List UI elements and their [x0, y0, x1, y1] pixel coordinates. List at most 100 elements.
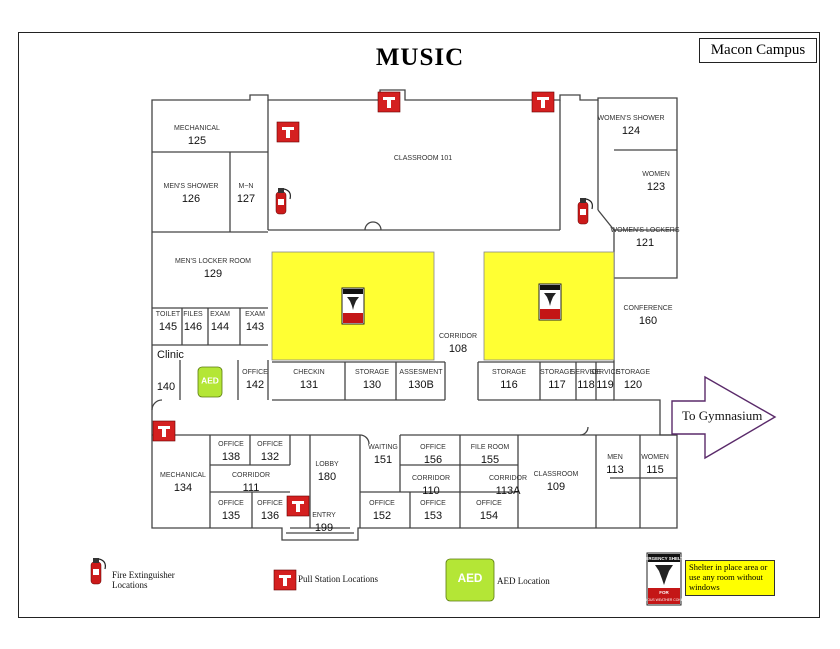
room-label: OFFICE: [257, 500, 283, 507]
room-number: 125: [188, 135, 206, 147]
room-label: FILES: [183, 311, 203, 318]
room-label: CONFERENCE: [623, 305, 672, 312]
room-label: OFFICE: [257, 441, 283, 448]
room-label: STORAGE: [492, 369, 526, 376]
legend-aed-icon: AED: [445, 558, 495, 602]
room-number: 130B: [408, 379, 434, 391]
shelter-sign-east: [538, 283, 562, 321]
room-number: 151: [374, 454, 392, 466]
room-corridor-111: CORRIDOR 111: [232, 472, 270, 494]
room-label: CORRIDOR: [439, 333, 477, 340]
room-office-135: OFFICE 135: [218, 500, 244, 522]
legend-pull-station: Pull Station Locations: [298, 574, 378, 584]
room-mens-shower-126: MEN'S SHOWER 126: [163, 183, 218, 205]
room-storage-120: STORAGE 120: [616, 369, 650, 391]
room-label: WOMEN: [642, 171, 670, 178]
room-number: 117: [548, 379, 566, 391]
legend-fire-extinguisher: Fire Extinguisher Locations: [112, 570, 175, 590]
room-label: MECHANICAL: [174, 125, 220, 132]
room-label: OFFICE: [369, 500, 395, 507]
room-number: 119: [596, 379, 614, 391]
room-number: 152: [373, 510, 391, 522]
room-label: CORRIDOR: [232, 472, 270, 479]
room-number: 120: [624, 379, 642, 391]
clinic-label: Clinic: [157, 349, 184, 361]
room-label: MECHANICAL: [160, 472, 206, 479]
room-corridor-108: CORRIDOR 108: [439, 333, 477, 355]
room-label: MEN'S SHOWER: [163, 183, 218, 190]
room-label: MEN'S LOCKER ROOM: [175, 258, 251, 265]
room-assessment-130b: ASSESMENT 130B: [399, 369, 443, 391]
room-number: 140: [157, 381, 175, 393]
room-number: 115: [646, 464, 664, 476]
room-number: 108: [449, 343, 467, 355]
pull-station-west: [276, 121, 300, 143]
aed-clinic: AED: [197, 366, 223, 398]
shelter-sign-top: EMERGENCY SHELTER: [639, 556, 691, 561]
map-title: MUSIC: [375, 44, 465, 71]
room-label: STORAGE: [355, 369, 389, 376]
room-label: OFFICE: [218, 500, 244, 507]
room-number: 113: [606, 464, 624, 476]
walls: [151, 89, 678, 541]
room-number: 123: [647, 181, 665, 193]
room-label: ENTRY: [312, 512, 336, 519]
room-number: 109: [547, 481, 565, 493]
room-label: WOMEN'S SHOWER: [597, 115, 664, 122]
room-label: CLASSROOM 101: [394, 155, 452, 162]
room-service-119: SERVICE 119: [590, 369, 621, 391]
room-number: 111: [243, 482, 260, 494]
gym-arrow: [671, 375, 777, 460]
room-number: 129: [204, 268, 222, 280]
aed-text: AED: [201, 376, 219, 386]
room-number: 144: [211, 321, 229, 333]
room-mechanical-125: MECHANICAL 125: [174, 125, 220, 147]
room-label: OFFICE: [420, 444, 446, 451]
room-label: SERVICE: [590, 369, 621, 376]
room-number: 127: [237, 193, 255, 205]
room-number: 134: [174, 482, 192, 494]
room-number: 138: [222, 451, 240, 463]
shelter-sign-middle: FOR: [659, 590, 669, 595]
room-label: MEN: [607, 454, 623, 461]
room-label: STORAGE: [616, 369, 650, 376]
room-label: ASSESMENT: [399, 369, 443, 376]
pull-station-southwest: [152, 420, 176, 442]
room-number: 160: [639, 315, 657, 327]
room-number: 131: [300, 379, 318, 391]
room-label: SERVICE: [571, 369, 602, 376]
map-frame: [18, 32, 820, 618]
legend-shelter: Shelter in place area or use any room wi…: [685, 560, 775, 596]
legend-pull-station-icon: [273, 569, 297, 591]
room-label: CHECKIN: [293, 369, 325, 376]
room-number: 110: [422, 485, 440, 497]
room-number: 135: [222, 510, 240, 522]
legend-shelter-sign: EMERGENCY SHELTER FOR HAZARDOUS WEATHER CO…: [633, 552, 695, 606]
room-label: CORRIDOR: [489, 475, 527, 482]
room-conference-160: CONFERENCE 160: [623, 305, 672, 327]
room-number: 145: [159, 321, 177, 333]
shelter-sign-bottom: HAZARDOUS WEATHER CONDITIONS: [633, 598, 695, 602]
room-number: 121: [636, 237, 654, 249]
room-label: WOMEN'S LOCKERS: [610, 227, 679, 234]
safety-icons: AED AED EMERGENCY SHELTER FOR HAZARDOUS WEAT…: [90, 91, 695, 606]
room-number: 126: [182, 193, 200, 205]
room-label: OFFICE: [476, 500, 502, 507]
room-number: 130: [363, 379, 381, 391]
